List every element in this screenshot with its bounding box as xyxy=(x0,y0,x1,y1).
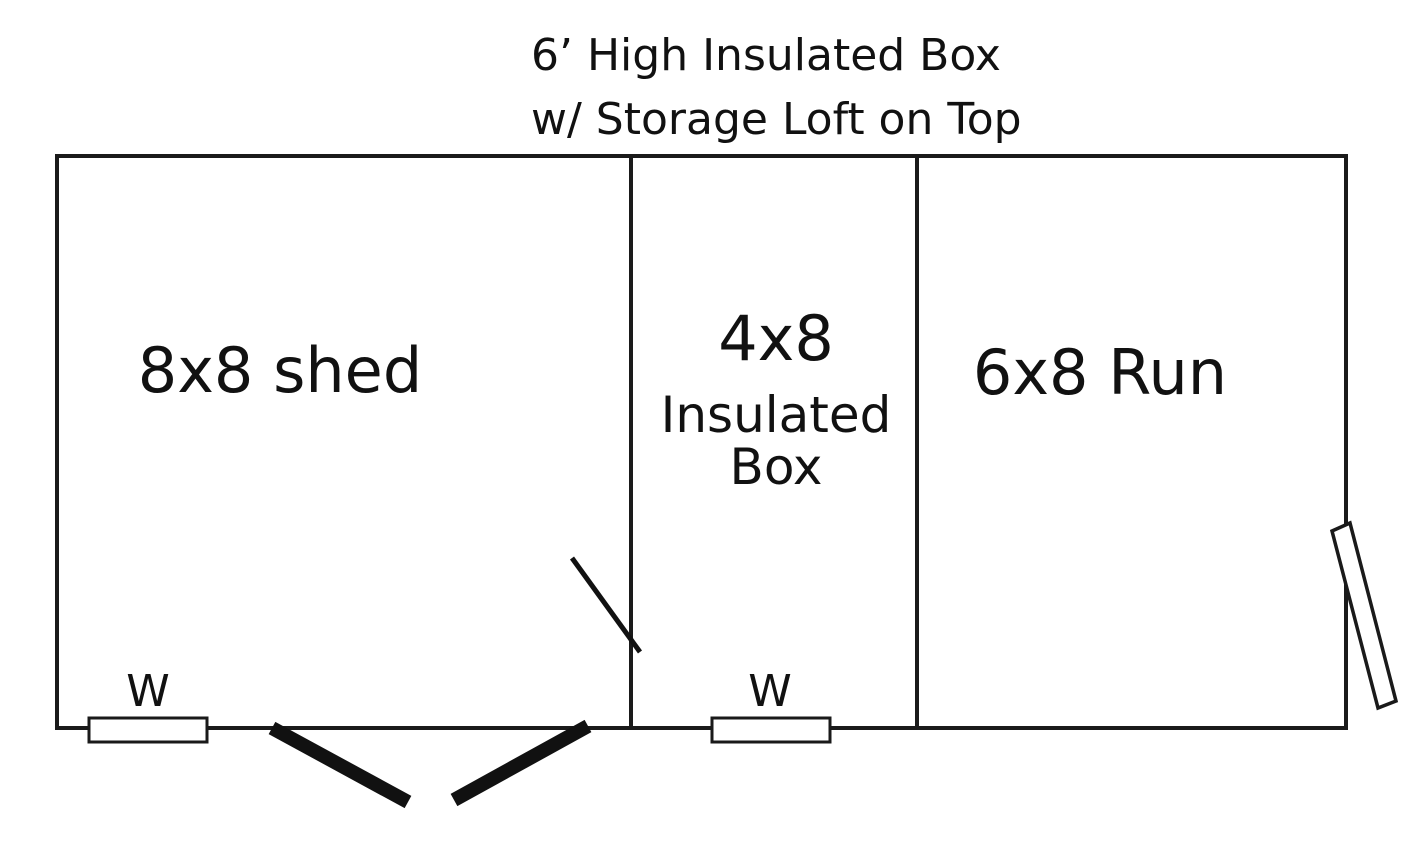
loft-note-line-2: w/ Storage Loft on Top xyxy=(531,94,1022,145)
run-label: 6x8 Run xyxy=(973,336,1227,409)
outer-wall xyxy=(55,154,1348,730)
box-label-line-1: Insulated xyxy=(661,386,892,444)
shed-double-door-right-leaf xyxy=(450,719,592,807)
shed-label: 8x8 shed xyxy=(138,334,422,407)
shed-window-symbol xyxy=(87,716,209,744)
box-dimensions-label: 4x8 xyxy=(718,302,834,375)
run-gate xyxy=(1329,520,1399,711)
box-label-line-2: Box xyxy=(730,438,823,496)
box-window-label: W xyxy=(748,666,792,717)
shed-window-label: W xyxy=(126,666,170,717)
shed-double-door-left-leaf xyxy=(268,721,412,809)
box-window-symbol xyxy=(710,716,832,744)
loft-note-line-1: 6’ High Insulated Box xyxy=(531,30,1001,81)
interior-door xyxy=(569,556,643,654)
